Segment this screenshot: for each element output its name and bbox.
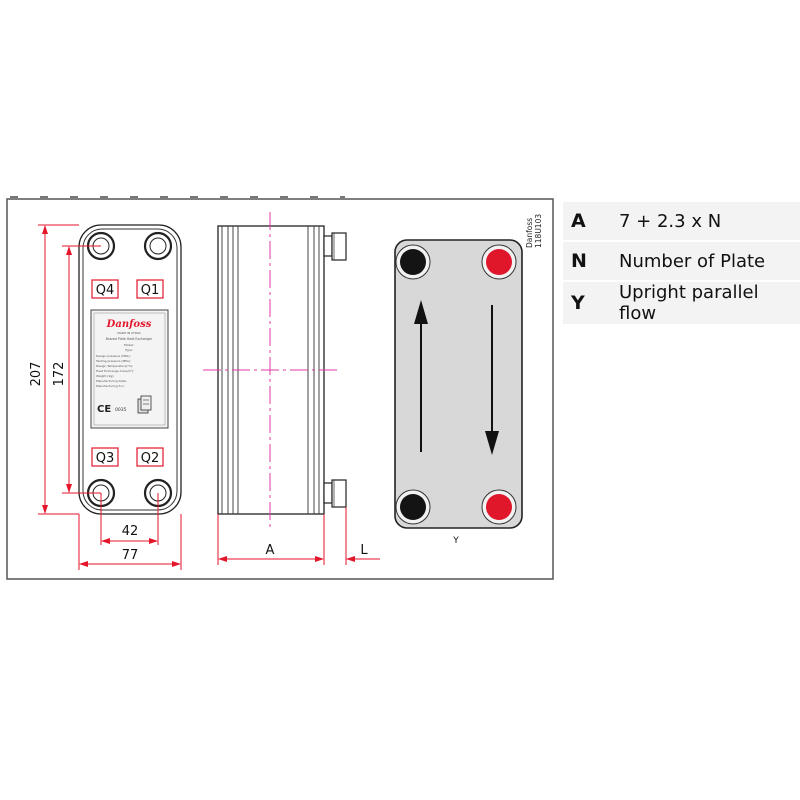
dimension-label-207: 207	[29, 362, 44, 387]
legend-value: Upright parallel flow	[615, 280, 800, 324]
port-box-q2	[136, 447, 164, 467]
legend-key: A	[571, 210, 586, 232]
side-view-inner-outline	[82, 228, 178, 511]
nameplate-line: Weight (kg):	[96, 374, 114, 378]
port-box-q1	[136, 279, 164, 299]
dimension-a	[217, 514, 325, 565]
flow-plate	[394, 239, 523, 529]
disposal-symbol-icon	[137, 395, 152, 414]
side-port-top-right	[143, 231, 173, 261]
nameplate-line: Design pressure (MPa):	[96, 354, 131, 358]
flow-arrow-down-icon	[485, 305, 499, 455]
dimension-77	[78, 514, 182, 570]
nameplate-line: Design Temperature(°C):	[96, 364, 133, 368]
nameplate: Danfoss MADE IN CHINA Brazed Plate Heat …	[90, 309, 169, 429]
dimension-l	[345, 507, 380, 565]
nameplate-line: Manufacturing S.C:	[96, 384, 125, 388]
legend-key: Y	[563, 280, 615, 324]
flow-view: Y Danfoss 118U103	[394, 214, 543, 546]
legend-value: 7 + 2.3 x N	[619, 210, 722, 232]
port-label-q3: Q3	[96, 451, 115, 466]
edge-connector-bottom	[323, 479, 347, 508]
flow-port-bottom-right	[481, 489, 517, 525]
legend-row: A 7 + 2.3 x N	[563, 202, 800, 241]
port-box-q3	[91, 447, 119, 467]
flow-port-top-left	[395, 244, 431, 280]
legend-value: Number of Plate	[615, 240, 800, 281]
flow-port-top-right	[481, 244, 517, 280]
flow-port-bottom-left	[395, 489, 431, 525]
flow-arrow-up-icon	[414, 300, 428, 452]
edge-connector-top	[323, 232, 347, 261]
ce-mark: CE	[97, 404, 111, 415]
nameplate-line: Type:	[124, 348, 133, 352]
dimension-207	[38, 224, 79, 515]
nameplate-made-in: MADE IN CHINA	[117, 331, 141, 335]
ce-number: 0035	[115, 407, 127, 413]
dimension-label-172: 172	[52, 362, 67, 387]
dimension-label-42: 42	[122, 524, 139, 539]
side-view: Q4 Q1 Q3 Q2 Danfoss MADE IN CHINA Brazed…	[29, 224, 182, 570]
legend-row: N Number of Plate	[563, 240, 800, 281]
nameplate-line: Model:	[124, 343, 134, 347]
dimension-label-77: 77	[122, 548, 139, 563]
drawing-id-code: 118U103	[534, 214, 543, 248]
nameplate-line: Testing pressure (MPa):	[95, 359, 131, 363]
port-box-q4	[91, 279, 119, 299]
dimension-label-l: L	[360, 543, 368, 558]
edge-view: A L	[203, 212, 380, 565]
dimension-172	[62, 245, 101, 494]
nameplate-product: Brazed Plate Heat Exchanger	[106, 337, 153, 341]
legend-table: A 7 + 2.3 x N N Number of Plate Y Uprigh…	[563, 202, 800, 324]
dimension-42	[100, 493, 159, 545]
nameplate-line: Heat Exchange Area(m²):	[96, 369, 134, 373]
port-label-q1: Q1	[141, 283, 160, 298]
drawing-id-brand: Danfoss	[525, 218, 534, 248]
nameplate-line: Manufacturing Date:	[96, 379, 127, 383]
legend-key: N	[563, 240, 615, 281]
port-label-q2: Q2	[141, 451, 160, 466]
port-label-q4: Q4	[96, 283, 115, 298]
legend-row: Y Upright parallel flow	[563, 280, 800, 324]
nameplate-brand: Danfoss	[106, 319, 152, 330]
dimension-label-a: A	[266, 543, 275, 558]
flow-label-y: Y	[452, 536, 459, 546]
